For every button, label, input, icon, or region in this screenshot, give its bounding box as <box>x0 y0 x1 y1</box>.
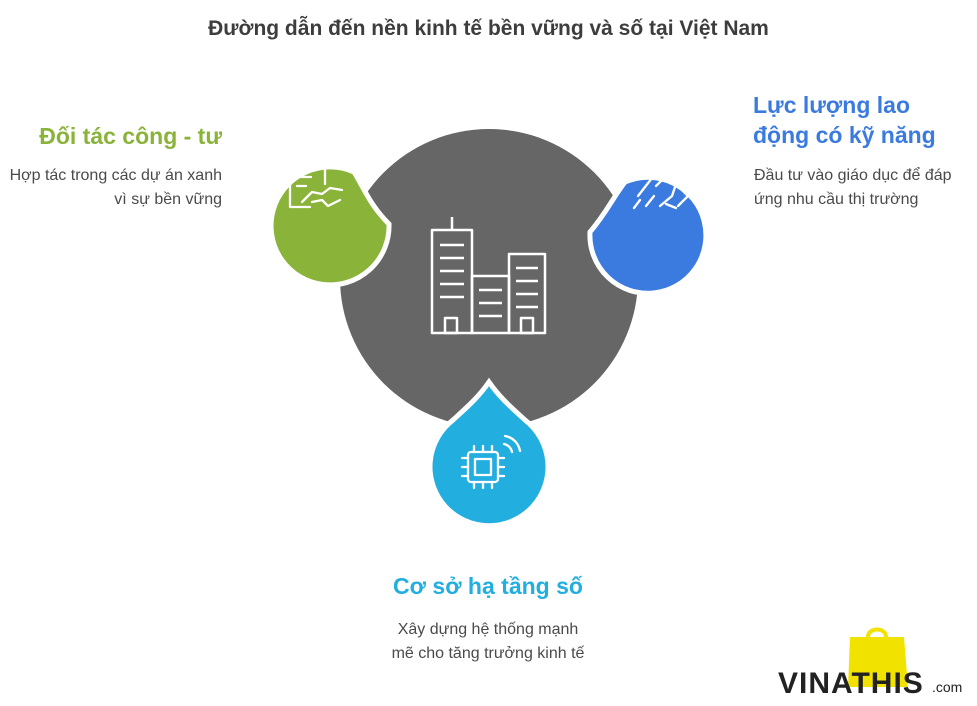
joined-hands-icon <box>632 150 690 210</box>
right-node-description: Đầu tư vào giáo dục để đáp ứng nhu cầu t… <box>754 167 952 208</box>
left-node-drop <box>268 164 392 288</box>
logo-text: VINATHIS <box>778 667 924 700</box>
diagram-title: Đường dẫn đến nền kinh tế bền vững và số… <box>208 17 769 40</box>
right-node-heading: Lực lượng lao động có kỹ năng <box>753 92 936 148</box>
bottom-node-heading: Cơ sở hạ tầng số <box>393 573 583 599</box>
bottom-node-description: Xây dựng hệ thống mạnh mẽ cho tăng trưởn… <box>391 621 585 662</box>
city-buildings-icon <box>430 217 547 335</box>
bottom-node-drop <box>427 377 551 529</box>
vinathis-logo: VINATHIS .com <box>778 625 973 700</box>
contract-handshake-icon <box>286 152 344 209</box>
left-node-heading: Đối tác công - tư <box>39 123 222 149</box>
shopping-bag-icon <box>848 627 908 687</box>
logo-suffix: .com <box>932 679 963 695</box>
left-node-description: Hợp tác trong các dự án xanh vì sự bền v… <box>9 167 222 208</box>
wireless-chip-icon <box>460 434 522 490</box>
center-circle <box>340 129 638 427</box>
